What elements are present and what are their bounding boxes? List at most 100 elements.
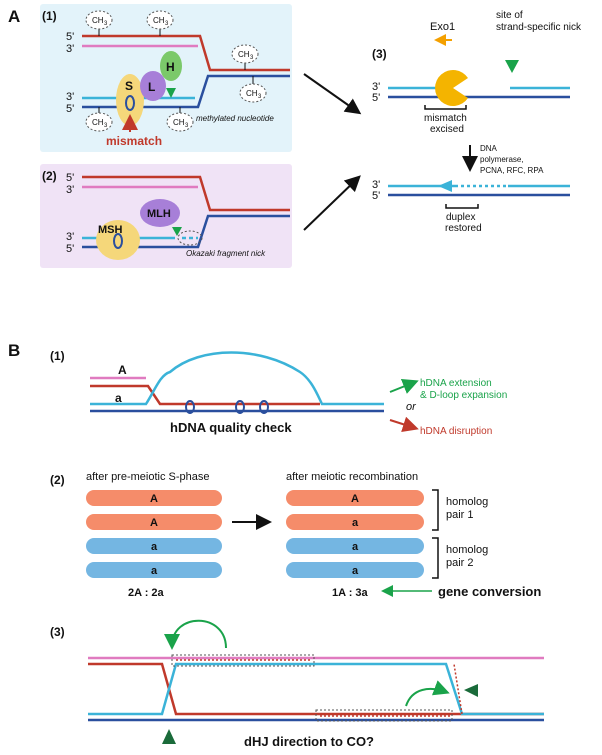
a2-top-5-label: 5'	[66, 172, 74, 184]
panel-b2: (2) after pre-meiotic S-phase after meio…	[50, 471, 541, 599]
b1-mismatch-1	[185, 400, 195, 414]
svg-text:3: 3	[104, 123, 108, 129]
enzymes-label-2: polymerase,	[480, 155, 524, 164]
panel-a3-index: (3)	[372, 47, 387, 61]
a3-nick-marker	[505, 60, 519, 73]
panel-b3: (3) dHJ direction to CO?	[50, 619, 544, 749]
pair2-label-2: pair 2	[446, 557, 474, 569]
b3-junction-dots	[453, 663, 463, 715]
svg-text:3: 3	[258, 94, 262, 100]
protein-l-label: L	[148, 80, 155, 94]
gene-conversion-label: gene conversion	[438, 584, 541, 599]
b1-red-strand	[90, 384, 320, 406]
a2-nick-circle	[177, 230, 203, 246]
b1-cyan-dloop	[90, 351, 384, 406]
good-outcome-arrow	[389, 379, 419, 394]
mismatch-label: mismatch	[106, 134, 162, 148]
allele-small-label: a	[115, 391, 122, 405]
svg-text:CH: CH	[92, 16, 104, 25]
after-allele-4: a	[352, 565, 359, 577]
pair1-label-1: homolog	[446, 496, 488, 508]
a1-top-5-label: 5'	[66, 31, 74, 43]
a2-red-strand	[82, 175, 290, 212]
svg-text:CH: CH	[153, 16, 165, 25]
nick-site-label-1: site of	[496, 10, 523, 21]
before-allele-1: A	[150, 493, 158, 505]
after-bar-1	[286, 490, 424, 506]
protein-s-shape	[116, 74, 144, 126]
a2-bot-5-label: 5'	[66, 243, 74, 255]
a2-nick-marker	[172, 227, 182, 236]
svg-text:CH: CH	[92, 118, 104, 127]
svg-text:CH: CH	[173, 118, 185, 127]
after-allele-3: a	[352, 541, 359, 553]
before-allele-2: A	[150, 517, 158, 529]
restored-bracket	[445, 204, 479, 209]
protein-msh-label: MSH	[98, 224, 123, 236]
panel-a2-index: (2)	[42, 169, 57, 183]
a1-methyl-2: CH 3	[146, 10, 174, 36]
panel-a1-index: (1)	[42, 9, 57, 23]
a2-blue-strand	[82, 214, 290, 249]
svg-text:3: 3	[104, 21, 108, 27]
pair1-label-2: pair 1	[446, 509, 474, 521]
a1-methyl-5: CH 3	[85, 107, 113, 132]
pair2-label-1: homolog	[446, 544, 488, 556]
a2-top-3-label: 3'	[66, 184, 74, 196]
a1-bot-3-label: 3'	[66, 91, 74, 103]
restored-label-1: duplex	[446, 212, 475, 223]
b3-hdna-box-2	[315, 709, 453, 722]
protein-h-label: H	[166, 60, 175, 74]
after-allele-2: a	[352, 517, 359, 529]
ratio-before: 2A : 2a	[128, 587, 165, 599]
after-bar-2	[286, 514, 424, 530]
panel-b1: (1) A a hDNA quality check or hDNA exten…	[50, 349, 507, 437]
excised-label-1: mismatch	[424, 113, 467, 124]
section-b-letter: B	[8, 341, 20, 360]
a3b-3-label: 3'	[372, 179, 380, 191]
a1-methyl-6: CH 3	[166, 107, 194, 132]
a1-methyl-1: CH 3	[85, 10, 113, 36]
b3-cyan-strand	[88, 662, 544, 716]
svg-text:3: 3	[165, 21, 169, 27]
or-label: or	[406, 401, 417, 413]
exo1-pacman	[435, 70, 468, 107]
section-a-letter: A	[8, 7, 20, 26]
b3-hdna-box-1	[171, 654, 315, 667]
before-allele-3: a	[151, 541, 158, 553]
panel-b3-index: (3)	[50, 625, 65, 639]
panel-b2-index: (2)	[50, 473, 65, 487]
b3-right-nick-marker	[464, 684, 478, 697]
before-allele-4: a	[151, 565, 158, 577]
ratio-after: 1A : 3a	[332, 587, 369, 599]
pair1-bracket	[432, 489, 439, 531]
bad-outcome-label: hDNA disruption	[420, 426, 492, 437]
before-bar-1	[86, 490, 222, 506]
b1-mismatch-3	[259, 400, 269, 414]
enzymes-label-1: DNA	[480, 144, 498, 153]
good-outcome-label-2: & D-loop expansion	[420, 390, 507, 401]
enzymes-label-3: PCNA, RFC, RPA	[480, 166, 544, 175]
a1-nick-marker	[166, 88, 176, 98]
pair2-bracket	[432, 537, 439, 579]
good-outcome-label-1: hDNA extension	[420, 378, 492, 389]
allele-big-label: A	[118, 363, 127, 377]
protein-h-shape	[160, 51, 182, 81]
svg-text:3: 3	[250, 55, 254, 61]
protein-mlh-label: MLH	[147, 208, 171, 220]
quality-check-label: hDNA quality check	[170, 420, 292, 435]
a2-mismatch-bubble	[113, 233, 123, 249]
excised-bracket	[424, 105, 467, 110]
after-allele-1: A	[351, 493, 359, 505]
before-bar-3	[86, 538, 222, 554]
protein-s-label: S	[125, 79, 133, 93]
bad-outcome-arrow	[389, 416, 419, 432]
okazaki-nick-label: Okazaki fragment nick	[186, 249, 266, 258]
b3-left-curved-arrow	[164, 619, 227, 650]
panel-a1: (1) 5' 3' 3' 5' CH 3 CH 3 CH 3	[40, 4, 292, 152]
a3-5-label: 5'	[372, 92, 380, 104]
svg-text:CH: CH	[238, 50, 250, 59]
before-label: after pre-meiotic S-phase	[86, 471, 210, 483]
arrow-a1-to-a3	[303, 73, 362, 115]
